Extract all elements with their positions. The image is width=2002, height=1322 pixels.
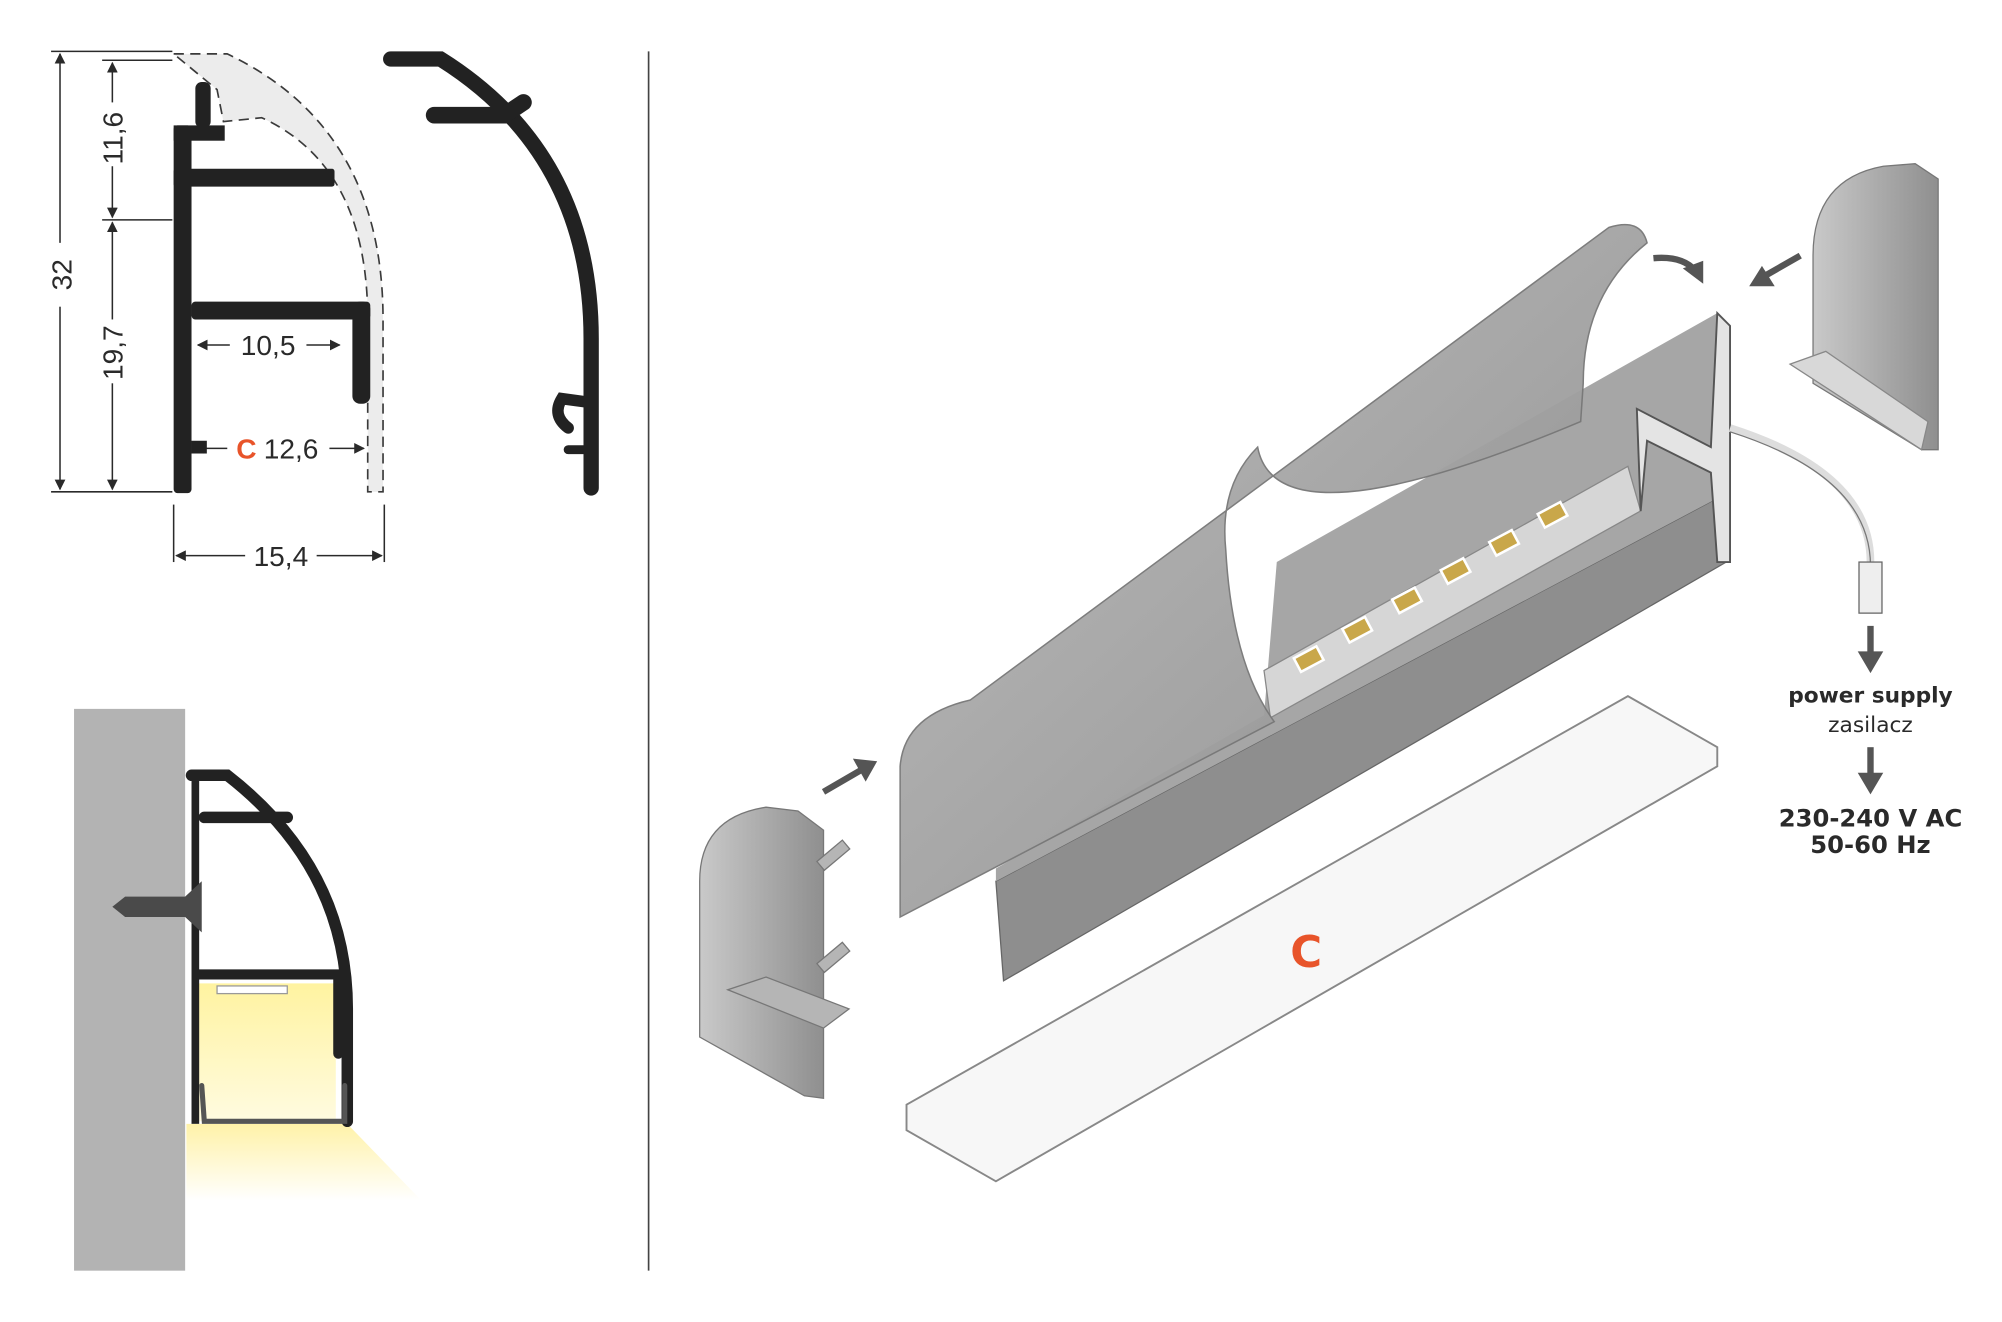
dim-inner-width: 10,5 [241, 330, 296, 361]
dim-cover-width: 12,6 [264, 434, 319, 465]
profile-end-face [1635, 310, 1732, 564]
cross-section: 32 11,6 19,7 10,5 C 12,6 15,4 [38, 50, 599, 573]
voltage-label: 230-240 V AC [1779, 803, 1963, 832]
diffuser [905, 695, 1719, 1183]
arrows [821, 252, 1884, 795]
dim-height-lower: 19,7 [98, 325, 129, 380]
frequency-label: 50-60 Hz [1810, 830, 1930, 859]
profile-section [173, 81, 371, 494]
light-cone [186, 1123, 422, 1201]
led-glow [197, 983, 336, 1122]
wall [74, 708, 186, 1271]
connector [1858, 561, 1883, 614]
exploded-view: C power supply zasilacz 230 [699, 163, 1963, 1183]
dim-height-total: 32 [46, 259, 77, 290]
dim-cover-code: C [236, 434, 256, 465]
dim-total-width: 15,4 [254, 541, 309, 572]
installed-view [74, 708, 422, 1271]
cover-profile [383, 51, 599, 496]
cable [1728, 424, 1875, 563]
end-cap-left [699, 806, 825, 1100]
led-strip [1292, 500, 1570, 674]
screw-icon [112, 881, 202, 933]
cover-3d [899, 223, 1648, 919]
diffuser-label: C [1290, 928, 1322, 978]
cover-outline [171, 53, 384, 493]
dim-height-upper: 11,6 [98, 112, 129, 165]
power-supply-label: power supply [1788, 683, 1952, 708]
power-supply-pl-label: zasilacz [1828, 713, 1913, 738]
